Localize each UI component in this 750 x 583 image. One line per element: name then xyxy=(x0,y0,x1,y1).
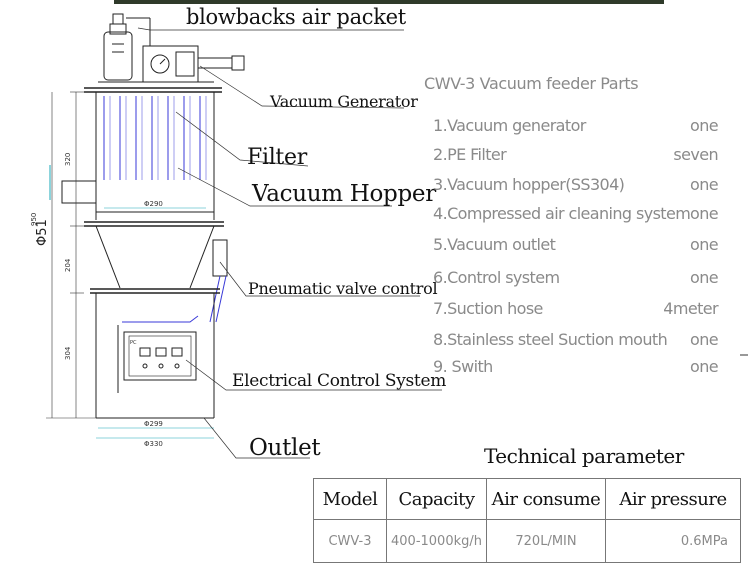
suction-inlet xyxy=(49,165,97,204)
part-item: 1.Vacuum generator one xyxy=(433,116,719,138)
cell-air-consume: 720L/MIN xyxy=(486,519,606,563)
header-capacity: Capacity xyxy=(386,478,487,520)
cell-model: CWV-3 xyxy=(313,519,387,563)
part-qty: one xyxy=(690,357,719,376)
technical-title: Technical parameter xyxy=(484,444,684,468)
part-item: 6.Control system one xyxy=(433,268,719,290)
middle-flange xyxy=(84,221,224,227)
part-name: 6.Control system xyxy=(433,268,560,287)
callout-outlet: Outlet xyxy=(249,435,321,461)
part-name: 1.Vacuum generator xyxy=(433,116,586,135)
dim-hopper-diameter: Φ290 xyxy=(144,200,163,208)
callout-electrical-control: Electrical Control System xyxy=(232,371,447,391)
part-item: 2.PE Filter seven xyxy=(433,145,719,167)
callout-pneumatic-valve: Pneumatic valve control xyxy=(248,279,438,298)
top-banner xyxy=(114,0,664,4)
part-item: 3.Vacuum hopper(SS304) one xyxy=(433,175,719,197)
part-name: 3.Vacuum hopper(SS304) xyxy=(433,175,625,194)
dimension-lines xyxy=(46,91,214,439)
panel-label: PC xyxy=(130,340,137,346)
part-qty: one xyxy=(690,116,719,135)
lower-flange xyxy=(90,288,220,294)
part-item: 7.Suction hose 4meter xyxy=(433,299,719,321)
part-name: 9. Swith xyxy=(433,357,493,376)
header-air-consume: Air consume xyxy=(486,478,606,520)
part-name: 4.Compressed air cleaning system xyxy=(433,204,691,223)
part-qty: one xyxy=(690,175,719,194)
callout-blowback: blowbacks air packet xyxy=(186,5,406,29)
part-name: 2.PE Filter xyxy=(433,145,507,164)
electrical-control-box xyxy=(117,325,197,393)
pneumatic-valve xyxy=(209,239,228,323)
part-qty: one xyxy=(690,235,719,254)
part-name: 7.Suction hose xyxy=(433,299,543,318)
part-name: 8.Stainless steel Suction mouth xyxy=(433,330,668,349)
parts-list-title: CWV-3 Vacuum feeder Parts xyxy=(424,74,639,93)
header-model: Model xyxy=(313,478,387,520)
cell-air-pressure: 0.6MPa xyxy=(605,519,741,563)
part-qty: 4meter xyxy=(663,299,718,318)
part-qty: one xyxy=(690,204,719,223)
top-flange xyxy=(84,87,222,93)
vacuum-generator-assembly xyxy=(98,13,245,83)
pressure-gauge xyxy=(150,54,170,74)
dim-lower-section: 304 xyxy=(64,346,72,360)
filter-cartridges xyxy=(103,96,207,180)
callout-vacuum-hopper: Vacuum Hopper xyxy=(252,181,436,207)
dim-outlet-outer: Φ330 xyxy=(144,440,163,448)
part-qty: one xyxy=(690,268,719,287)
header-air-pressure: Air pressure xyxy=(605,478,741,520)
part-item: 8.Stainless steel Suction mouth one xyxy=(433,330,719,352)
table-header-row: Model Capacity Air consume Air pressure xyxy=(313,478,741,520)
dim-side-diameter: Φ51 xyxy=(35,219,50,246)
technical-table: Model Capacity Air consume Air pressure … xyxy=(313,478,741,563)
part-item: 9. Swith one xyxy=(433,357,719,379)
part-qty: seven xyxy=(673,145,718,164)
part-item: 5.Vacuum outlet one xyxy=(433,235,719,257)
dim-upper-section: 320 xyxy=(64,153,72,166)
dim-overall-height: 950 xyxy=(30,213,38,226)
blowback-air-packet xyxy=(103,31,133,81)
dim-middle-section: 204 xyxy=(64,258,72,272)
callout-filter: Filter xyxy=(247,145,307,170)
dim-outlet-inner: Φ299 xyxy=(144,420,163,428)
lower-cabinet xyxy=(95,293,215,419)
hopper-cone xyxy=(95,225,215,289)
cell-capacity: 400-1000kg/h xyxy=(386,519,487,563)
leader-lines xyxy=(137,27,442,459)
callout-vacuum-generator: Vacuum Generator xyxy=(270,92,418,111)
part-qty: one xyxy=(690,330,719,349)
table-row: CWV-3 400-1000kg/h 720L/MIN 0.6MPa xyxy=(313,519,741,563)
part-name: 5.Vacuum outlet xyxy=(433,235,556,254)
